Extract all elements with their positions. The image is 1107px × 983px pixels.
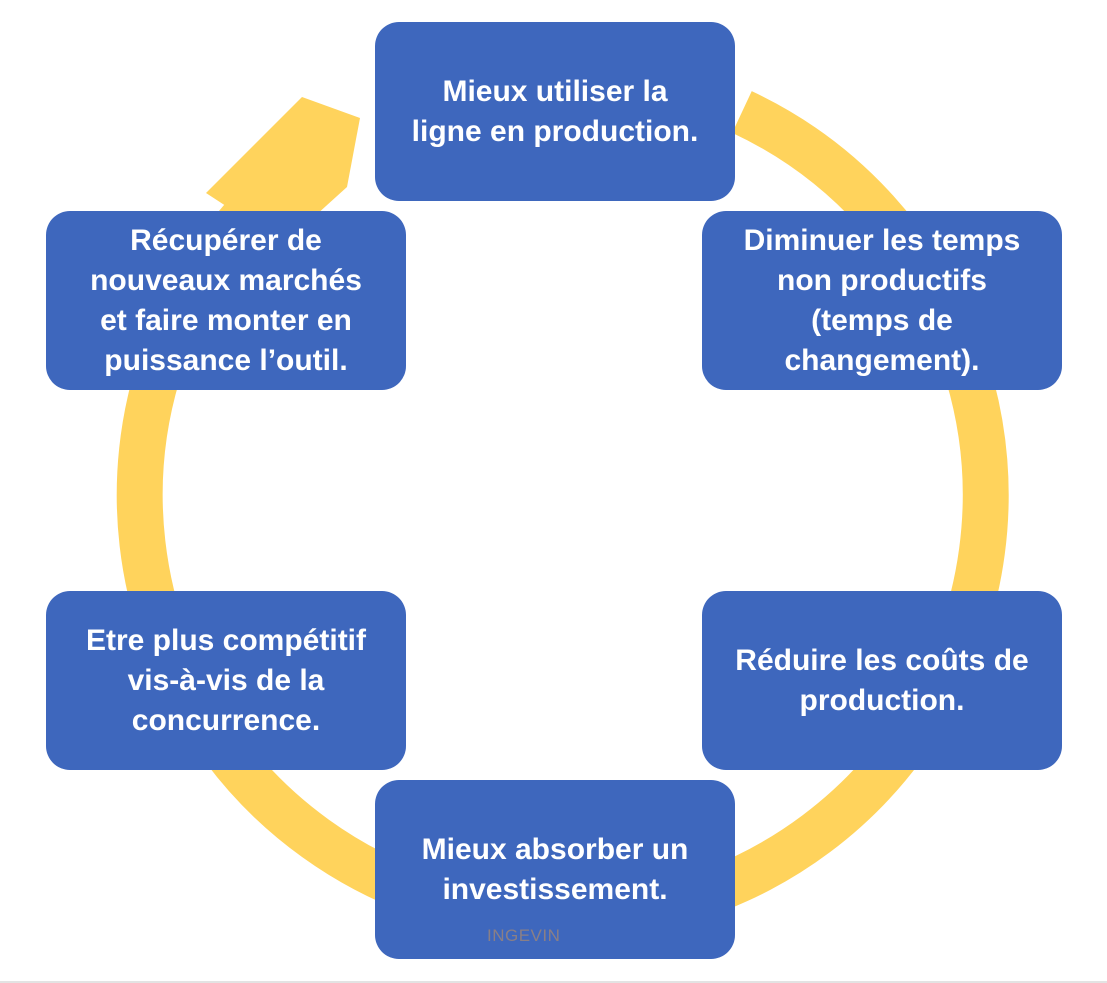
- watermark-ingevin: INGEVIN: [487, 926, 561, 945]
- step-box-top-left: Récupérer de nouveaux marchés et faire m…: [46, 211, 406, 390]
- step-box-bottom-right: Réduire les coûts de production.: [702, 591, 1062, 770]
- step-box-top: Mieux utiliser la ligne en production.: [375, 22, 735, 201]
- bottom-divider: [0, 981, 1107, 983]
- step-box-top-right: Diminuer les temps non productifs (temps…: [702, 211, 1062, 390]
- step-box-bottom-left: Etre plus compétitif vis-à-vis de la con…: [46, 591, 406, 770]
- step-box-bottom: Mieux absorber un investissement.: [375, 780, 735, 959]
- cycle-arrowhead: [206, 97, 360, 244]
